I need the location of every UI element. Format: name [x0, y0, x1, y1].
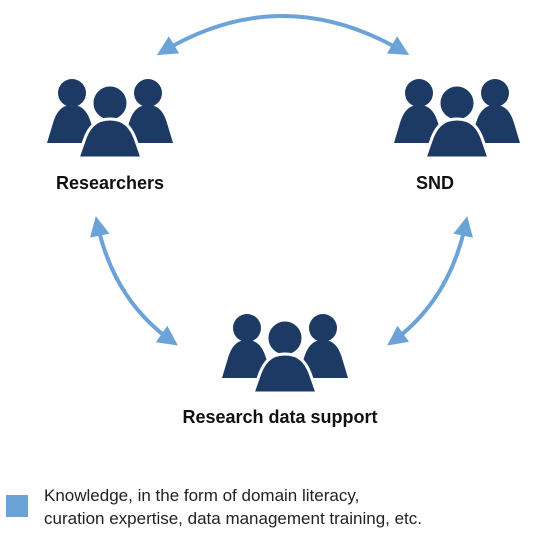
- research-data-support-label: Research data support: [182, 407, 378, 427]
- arrow-researchers-snd: [156, 14, 410, 56]
- legend: Knowledge, in the form of domain literac…: [6, 484, 422, 530]
- snd-group-icon: [392, 78, 522, 160]
- legend-text: Knowledge, in the form of domain literac…: [44, 484, 422, 530]
- arrow-snd-research-data-support: [387, 216, 473, 346]
- arrow-researchers-research-data-support: [90, 216, 178, 346]
- legend-text-line-2: curation expertise, data management trai…: [44, 509, 422, 528]
- snd-label: SND: [415, 173, 454, 193]
- legend-text-line-1: Knowledge, in the form of domain literac…: [44, 486, 360, 505]
- legend-swatch: [6, 495, 28, 517]
- researchers-group-icon: [45, 78, 175, 160]
- research-data-support-group-icon: [220, 313, 350, 395]
- researchers-label: Researchers: [55, 173, 165, 193]
